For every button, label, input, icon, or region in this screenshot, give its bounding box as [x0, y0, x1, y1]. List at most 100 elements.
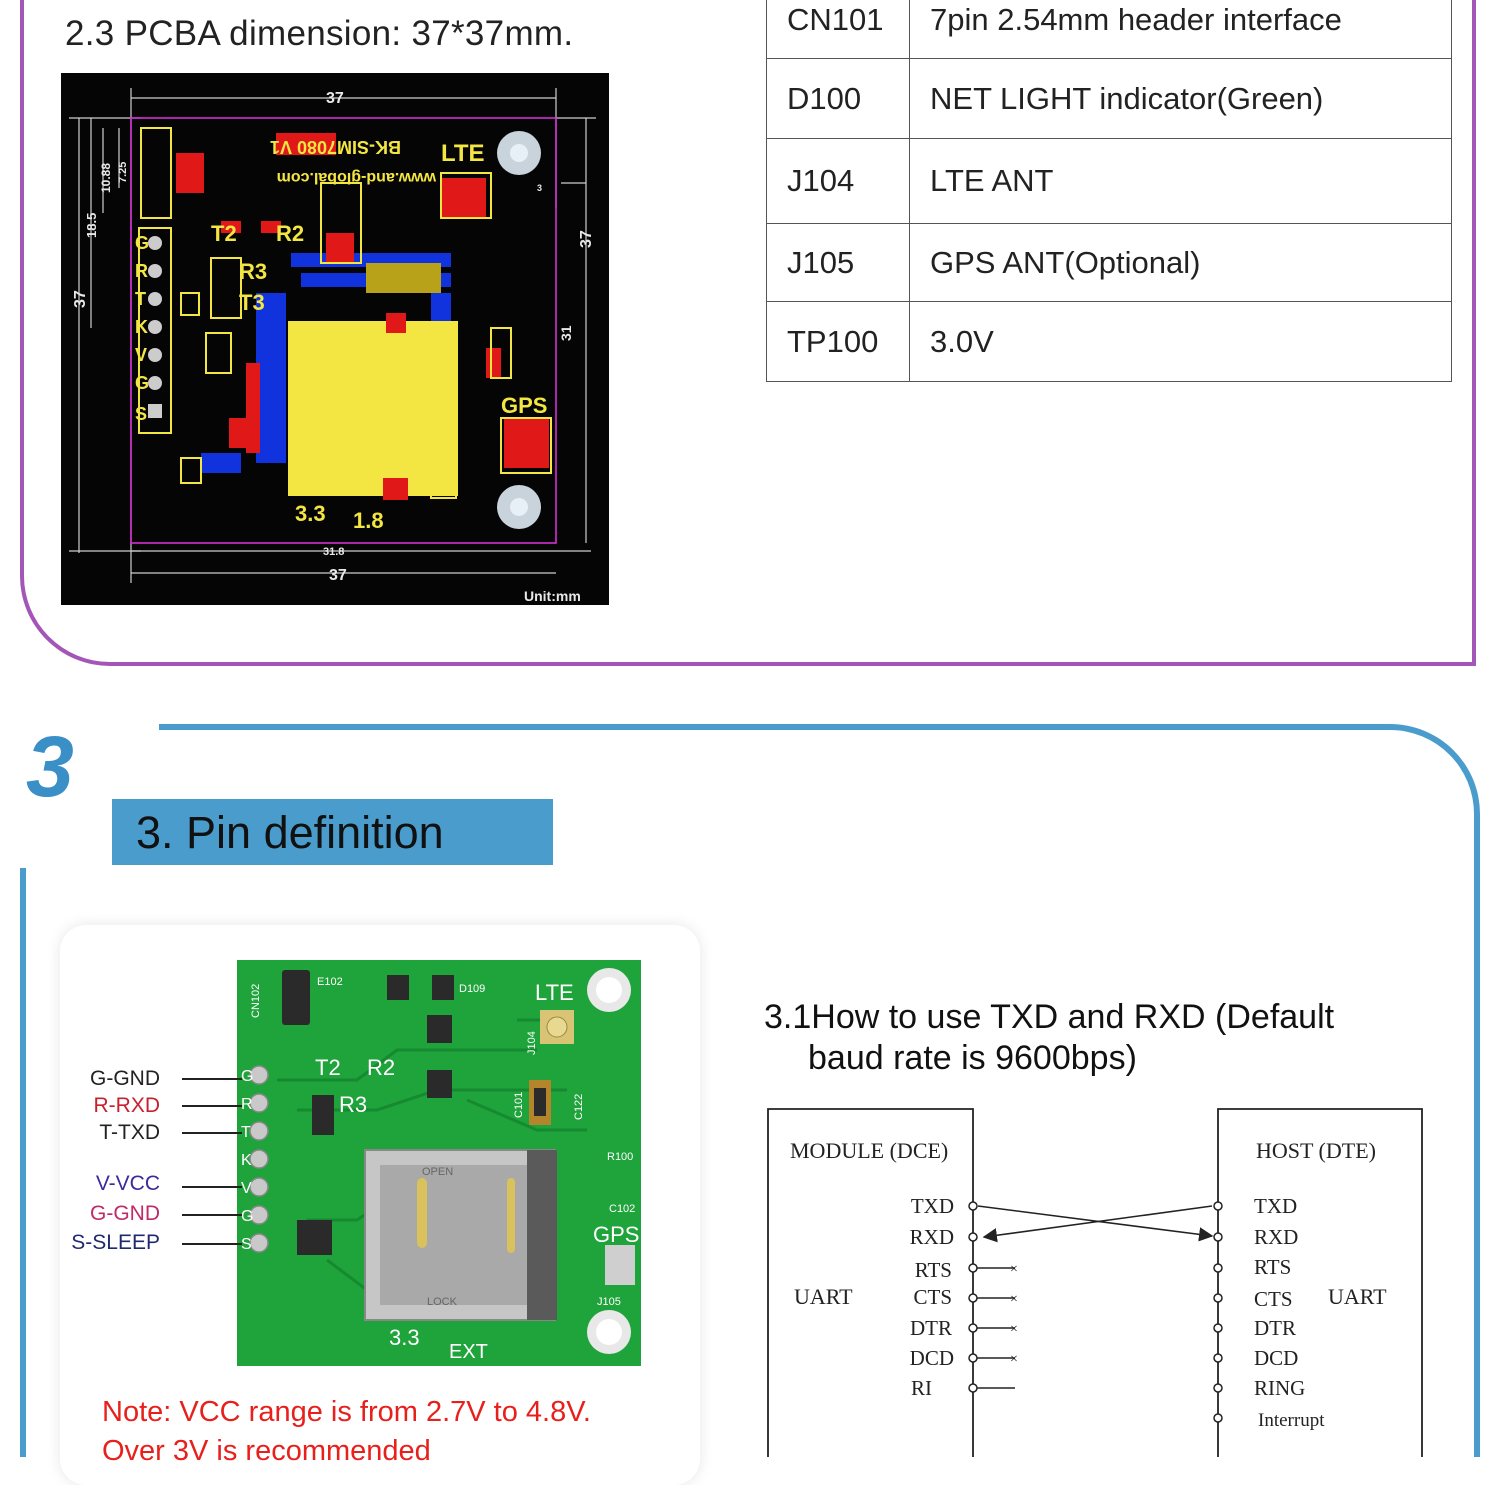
svg-text:×: ×: [1010, 1292, 1018, 1307]
dim-left-725-text: 7.25: [117, 162, 129, 183]
board-lock-label: LOCK: [427, 1296, 458, 1308]
silk-pin-r: R: [135, 261, 148, 281]
pin-leader-line: [182, 1186, 242, 1188]
module-pin: DCD: [910, 1346, 954, 1370]
silk-lte-label: LTE: [441, 140, 485, 167]
silk-pin-s: S: [135, 404, 147, 424]
component-desc: GPS ANT(Optional): [909, 223, 1452, 302]
table-row: TP100 3.0V: [766, 301, 1452, 382]
board-pin-g2: G: [241, 1208, 253, 1225]
board-c122-label: C122: [573, 1094, 585, 1120]
dim-left-1088-text: 10.88: [99, 163, 113, 193]
component-ref: CN101: [766, 0, 910, 59]
silk-pin-t: T: [135, 289, 146, 309]
silk-pin-k: K: [135, 317, 148, 337]
component-ref: D100: [766, 58, 910, 139]
board-cn102-label: CN102: [250, 984, 262, 1018]
pin-label-gnd2: G-GND: [90, 1202, 160, 1225]
silk-pin-g1: G: [135, 233, 149, 253]
board-t2-label: T2: [315, 1055, 341, 1080]
board-lte-label: LTE: [535, 980, 574, 1005]
section-number: 3: [26, 719, 74, 815]
board-pin-v: V: [241, 1180, 252, 1197]
host-side-label: UART: [1328, 1284, 1387, 1309]
component-ref: J105: [766, 223, 910, 302]
component-table: CN101 7pin 2.54mm header interface D100 …: [766, 0, 1452, 382]
silk-pin-v: V: [135, 345, 147, 365]
vcc-note-line1: Note: VCC range is from 2.7V to 4.8V.: [102, 1396, 591, 1428]
board-r3-label: R3: [339, 1092, 367, 1117]
pcba-dimension-drawing: LTE GPS T2 R2 R3 T3 3.3 1.8 BK-SIM7080 V…: [61, 73, 609, 605]
pin-section-frame-left: [20, 868, 26, 1457]
module-side-label: UART: [794, 1284, 853, 1309]
pin-section-frame-right: [1474, 840, 1480, 1457]
dim-top-text: 37: [326, 90, 344, 107]
pin-leader-line: [182, 1105, 242, 1107]
pin-leader-line: [182, 1132, 242, 1134]
host-pin: CTS: [1254, 1287, 1293, 1311]
section-title: 3. Pin definition: [136, 807, 444, 858]
table-row: J105 GPS ANT(Optional): [766, 223, 1452, 302]
board-ext-label: EXT: [449, 1341, 488, 1363]
uart-heading-line2: baud rate is 9600bps): [808, 1039, 1137, 1077]
pin-leader-line: [182, 1243, 242, 1245]
board-r2-label: R2: [367, 1055, 395, 1080]
host-pin: DTR: [1254, 1316, 1296, 1340]
pin-label-gnd1: G-GND: [90, 1067, 160, 1090]
board-r100-label: R100: [607, 1151, 633, 1163]
board-d109-label: D109: [459, 983, 485, 995]
host-box: [1217, 1108, 1423, 1457]
board-pin-r: R: [241, 1096, 253, 1113]
board-open-label: OPEN: [422, 1166, 453, 1178]
unit-label: Unit:mm: [524, 588, 581, 604]
pin-section-frame-top: [159, 724, 1389, 730]
module-pin: TXD: [911, 1194, 954, 1218]
svg-text:×: ×: [1010, 1262, 1018, 1277]
silk-pin-g2: G: [135, 373, 149, 393]
svg-text:×: ×: [1010, 1352, 1018, 1367]
board-c102-label: C102: [609, 1203, 635, 1215]
component-desc: 3.0V: [909, 301, 1452, 382]
host-pin: RXD: [1254, 1225, 1298, 1249]
silk-gps-label: GPS: [501, 393, 547, 418]
module-pin: RI: [911, 1376, 932, 1400]
silk-1v8-label: 1.8: [353, 508, 384, 533]
pin-leader-line: [182, 1214, 242, 1216]
dim-right-text: 37: [578, 230, 595, 248]
component-desc: LTE ANT: [909, 138, 1452, 224]
board-e102-label: E102: [317, 976, 343, 988]
dim-bottom-inner-text: 31.8: [323, 546, 344, 558]
board-3v3-label: 3.3: [389, 1325, 420, 1350]
dim-bottom-text: 37: [329, 567, 347, 584]
board-outline: [130, 117, 557, 544]
module-title: MODULE (DCE): [790, 1138, 948, 1163]
silk-t3-label: T3: [239, 290, 265, 315]
host-pin: DCD: [1254, 1346, 1298, 1370]
silk-3v3-label: 3.3: [295, 501, 326, 526]
table-row: D100 NET LIGHT indicator(Green): [766, 58, 1452, 139]
module-pin: RTS: [915, 1258, 952, 1282]
pin-label-txd: T-TXD: [99, 1121, 160, 1144]
pin-section-frame-corner: [1380, 724, 1480, 844]
silk-r2-label: R2: [276, 221, 304, 246]
board-pin-k: K: [241, 1152, 252, 1169]
svg-text:×: ×: [1010, 1322, 1018, 1337]
board-pin-g1: G: [241, 1068, 253, 1085]
uart-connection-diagram: ×××× MODULE (DCE) HOST (DTE) UART UART T…: [760, 1100, 1440, 1462]
module-pin: CTS: [913, 1285, 952, 1309]
module-pin: RXD: [910, 1225, 954, 1249]
host-pin: RTS: [1254, 1255, 1291, 1279]
board-c101-label: C101: [513, 1092, 525, 1118]
dim-left-text: 37: [72, 290, 89, 308]
dim-left-185-text: 18.5: [84, 213, 99, 238]
host-pin: RING: [1254, 1376, 1305, 1400]
component-desc: NET LIGHT indicator(Green): [909, 58, 1452, 139]
board-pin-t: T: [241, 1124, 251, 1141]
pcba-dimension-title: 2.3 PCBA dimension: 37*37mm.: [65, 14, 574, 53]
table-row: CN101 7pin 2.54mm header interface: [766, 0, 1452, 59]
pin-label-vcc: V-VCC: [95, 1172, 160, 1195]
host-pin: Interrupt: [1258, 1410, 1325, 1431]
component-ref: J104: [766, 138, 910, 224]
component-desc: 7pin 2.54mm header interface: [909, 0, 1452, 59]
pin-definition-board-photo: LTE GPS T2 R2 R3 3.3 EXT CN102 E102 D109…: [237, 960, 641, 1366]
